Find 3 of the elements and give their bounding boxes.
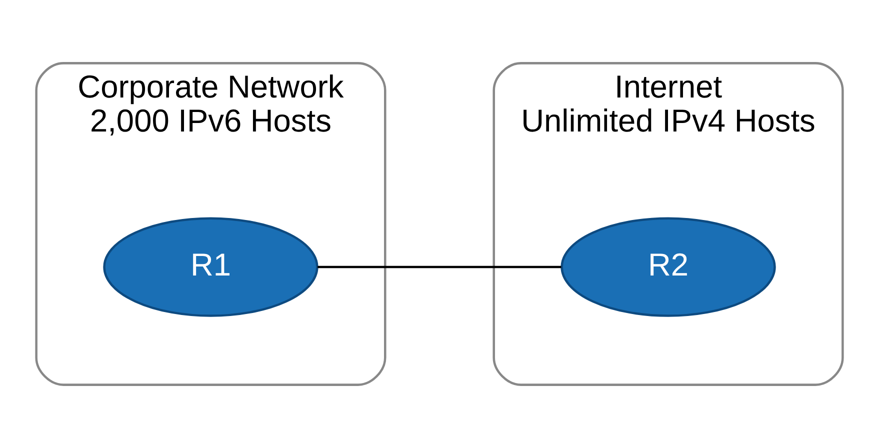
node-ellipse: R2	[560, 217, 776, 317]
connector	[318, 266, 562, 268]
node-ellipse: R1	[103, 217, 318, 317]
